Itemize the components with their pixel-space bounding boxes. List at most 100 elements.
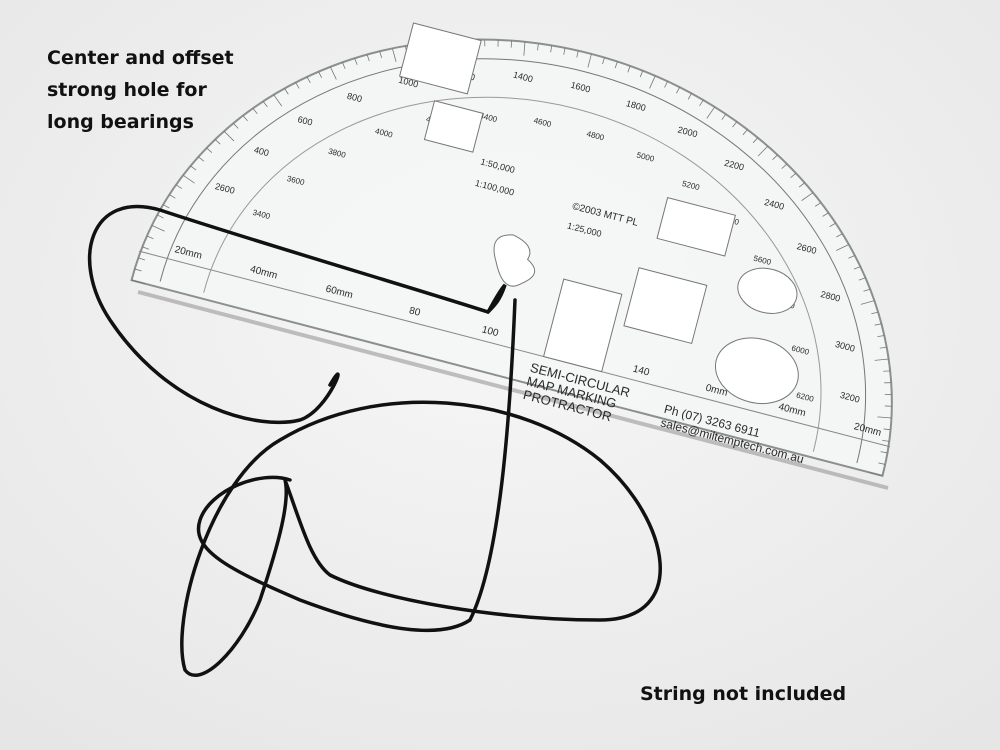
degree-tick (576, 50, 579, 58)
degree-tick (883, 428, 891, 431)
degree-tick (853, 266, 861, 270)
degree-tick (798, 182, 805, 188)
outer-scale-label: 400 (253, 145, 270, 158)
degree-tick (874, 358, 889, 361)
outer-scale-label: 3000 (834, 339, 856, 354)
clover-cutout (493, 234, 536, 287)
degree-tick (157, 214, 164, 219)
degree-tick (537, 43, 539, 51)
outer-scale-label: 800 (346, 91, 363, 104)
outer-scale-label: 2000 (677, 125, 699, 140)
degree-tick (742, 129, 748, 136)
degree-tick (848, 255, 856, 259)
square-cutout (623, 267, 708, 345)
degree-tick (752, 137, 759, 144)
degree-tick (884, 382, 892, 384)
outer-scale-label: 2600 (214, 181, 236, 196)
degree-tick (162, 204, 170, 209)
degree-tick (206, 147, 213, 153)
outer-scale-label: 1800 (625, 98, 647, 113)
outer-scale-label: 1600 (570, 80, 592, 95)
degree-tick (329, 66, 337, 80)
degree-tick (877, 416, 892, 419)
circle-cutout-small (737, 267, 798, 314)
degree-tick (868, 471, 883, 477)
degree-tick (879, 346, 887, 349)
degree-tick (151, 225, 165, 232)
degree-tick (781, 163, 788, 169)
degree-tick (687, 93, 693, 100)
inner-scale-label: 4000 (374, 127, 394, 140)
degree-tick (858, 277, 866, 281)
degree-tick (706, 106, 716, 119)
ruler-line (138, 250, 891, 448)
degree-tick (242, 115, 248, 122)
ruler-label: 100 (481, 324, 500, 339)
inner-scale-label: 6000 (791, 344, 811, 357)
degree-tick (836, 244, 850, 251)
rect-cutout-small (656, 197, 736, 257)
degree-tick (497, 39, 499, 47)
degree-tick (284, 88, 289, 95)
degree-tick (175, 184, 183, 189)
degree-tick (757, 145, 769, 157)
degree-tick (699, 99, 704, 107)
degree-tick (836, 233, 843, 238)
inner-scale-label: 4400 (479, 111, 499, 124)
degree-tick (732, 121, 738, 128)
inner-scale-label: 5200 (681, 179, 701, 192)
caption-string-not-included: String not included (640, 683, 847, 705)
outer-scale-label: 600 (297, 114, 314, 127)
degree-tick (676, 86, 681, 94)
degree-tick (874, 323, 882, 326)
degree-tick (721, 113, 727, 120)
degree-tick (523, 41, 526, 56)
ruler-label: 140 (632, 364, 651, 379)
rect-cutout (542, 278, 623, 373)
degree-tick (880, 451, 888, 454)
degree-tick (883, 370, 891, 372)
protractor-shadow (137, 290, 889, 490)
degree-tick (262, 101, 268, 108)
inner-scale-label: 3800 (327, 147, 347, 160)
degree-tick (198, 156, 205, 162)
degree-tick (190, 165, 197, 171)
degree-tick (295, 82, 300, 89)
degree-tick (214, 139, 221, 145)
degree-tick (366, 54, 370, 62)
inner-scale-label: 5000 (636, 150, 656, 163)
ruler-label: 80 (408, 305, 422, 319)
degree-tick (484, 39, 486, 47)
degree-tick (801, 192, 814, 201)
degree-tick (354, 58, 358, 65)
degree-tick (878, 462, 886, 465)
degree-tick (790, 172, 797, 178)
degree-tick (884, 405, 892, 407)
degree-tick (392, 48, 397, 62)
degree-tick (550, 45, 553, 53)
degree-tick (627, 65, 631, 73)
outer-scale-label: 2400 (763, 197, 785, 212)
degree-tick (860, 300, 875, 305)
degree-tick (146, 235, 154, 240)
inner-scale-label: 5600 (753, 254, 773, 267)
degree-tick (871, 311, 879, 315)
degree-tick (814, 202, 822, 207)
degree-tick (863, 288, 871, 292)
degree-tick (142, 246, 150, 250)
degree-tick (273, 94, 283, 107)
protractor: 2600400600800100012001400160018002000220… (130, 22, 893, 478)
black-string (87, 204, 662, 677)
caption-center-hole: Center and offset strong hole for long b… (47, 42, 234, 138)
inner-scale-label: 4600 (533, 116, 553, 129)
degree-tick (169, 194, 176, 199)
degree-tick (318, 71, 323, 79)
outer-scale-label: 1400 (512, 70, 534, 85)
degree-tick (639, 70, 644, 78)
outer-scale-label: 2800 (820, 289, 842, 304)
degree-tick (252, 108, 258, 114)
degree-tick (379, 51, 383, 59)
degree-tick (563, 47, 566, 55)
degree-tick (182, 174, 195, 184)
